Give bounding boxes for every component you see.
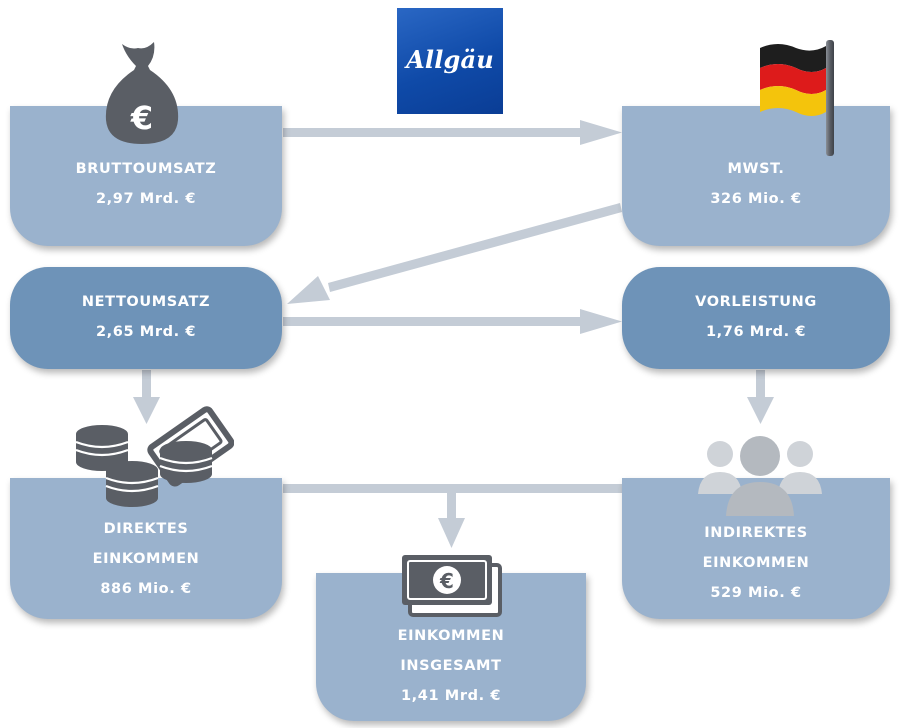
mwst-label: MWST. [727,161,785,177]
nettoumsatz-label: NETTOUMSATZ [81,294,211,310]
gesamt-label-1: EINKOMMEN [397,628,505,644]
coins-and-cards-icon [75,406,234,507]
arrow-brutto-to-mwst [283,128,583,137]
direktes-label-1: DIREKTES [103,521,189,537]
arrow-netto-to-vorleistung [283,317,583,326]
nettoumsatz-box: NETTOUMSATZ 2,65 Mrd. € [10,267,282,369]
bruttoumsatz-label: BRUTTOUMSATZ [75,161,217,177]
indirektes-label-2: EINKOMMEN [702,555,810,571]
money-bag-icon: € [105,42,179,144]
arrow-merge-down [447,490,456,521]
arrowhead-indirektes [747,397,774,424]
indirektes-value: 529 Mio. € [710,585,802,601]
allgaeu-logo: Allgäu [397,8,503,114]
arrow-merge-line [283,484,623,493]
gesamt-value: 1,41 Mrd. € [400,688,502,704]
people-group-icon [698,436,822,516]
indirektes-label-1: INDIREKTES [704,525,808,541]
arrowhead-direktes [133,397,160,424]
nettoumsatz-value: 2,65 Mrd. € [95,324,197,340]
gesamt-label-2: INSGESAMT [400,658,502,674]
bruttoumsatz-value: 2,97 Mrd. € [95,191,197,207]
vorleistung-label: VORLEISTUNG [695,294,817,310]
money-bag-symbol: € [130,99,153,137]
arrow-netto-to-direktes [142,370,151,400]
german-flag-icon [760,40,834,156]
banknote-symbol: € [439,569,454,593]
arrowhead-gesamt [438,518,465,548]
arrowhead-mwst [580,120,622,145]
vorleistung-value: 1,76 Mrd. € [705,324,807,340]
mwst-box: MWST. 326 Mio. € [622,106,890,246]
direktes-value: 886 Mio. € [100,581,192,597]
allgaeu-logo-text: Allgäu [406,45,494,74]
arrow-vorleistung-to-indirektes [756,370,765,400]
arrow-mwst-to-netto [328,203,622,292]
vorleistung-box: VORLEISTUNG 1,76 Mrd. € [622,267,890,369]
direktes-label-2: EINKOMMEN [92,551,200,567]
mwst-value: 326 Mio. € [710,191,802,207]
banknote-icon: € [402,555,502,617]
arrowhead-netto [287,276,330,304]
bruttoumsatz-box: BRUTTOUMSATZ 2,97 Mrd. € [10,106,282,246]
arrowhead-vorleistung [580,309,622,334]
